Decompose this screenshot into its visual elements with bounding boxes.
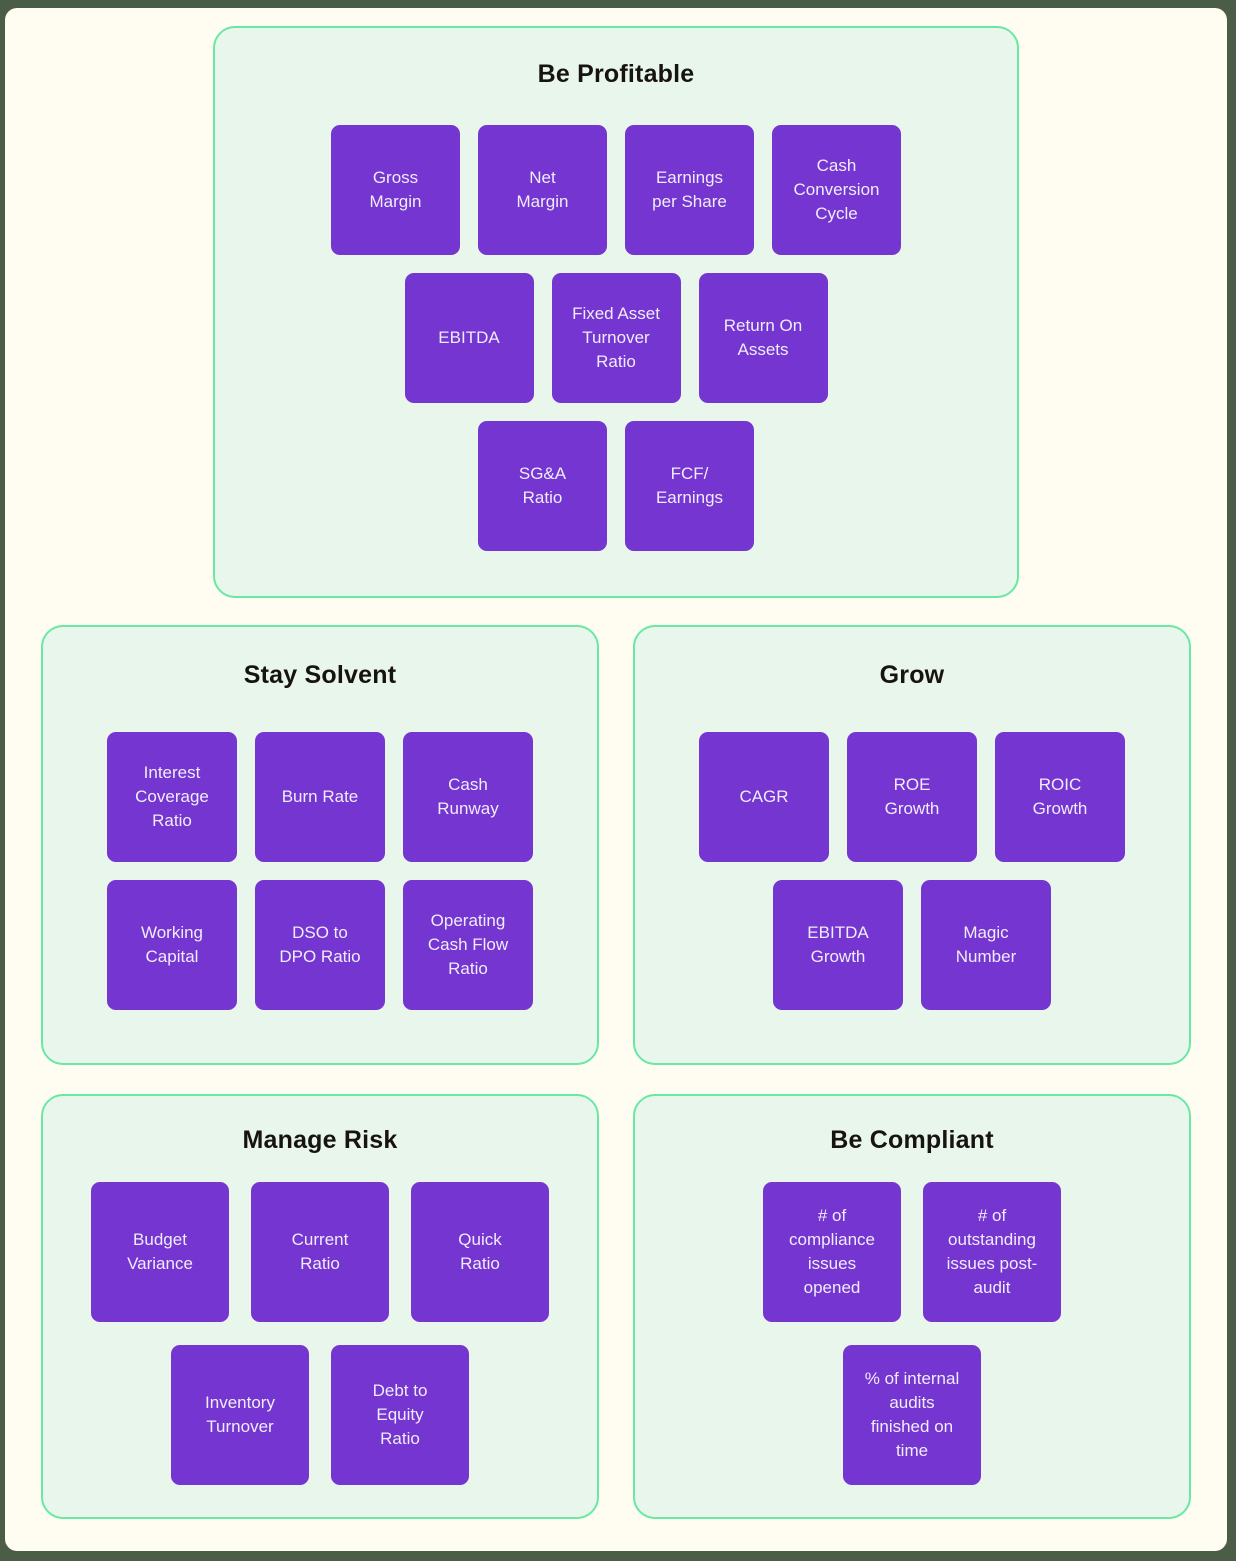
tile-row: Working Capital DSO to DPO Ratio Operati… xyxy=(107,880,533,1010)
section-be-compliant: Be Compliant # of compliance issues open… xyxy=(633,1094,1191,1519)
tile-row: Inventory Turnover Debt to Equity Ratio xyxy=(171,1345,469,1485)
metric-tile-inventory-turnover: Inventory Turnover xyxy=(171,1345,309,1485)
tile-row: # of compliance issues opened # of outst… xyxy=(763,1182,1061,1322)
metric-tile-current-ratio: Current Ratio xyxy=(251,1182,389,1322)
metric-tile-ebitda: EBITDA xyxy=(404,273,534,403)
tile-row: EBITDA Growth Magic Number xyxy=(773,880,1051,1010)
section-be-profitable: Be Profitable Gross Margin Net Margin Ea… xyxy=(213,26,1019,598)
tile-row: CAGR ROE Growth ROIC Growth xyxy=(699,732,1125,862)
section-title-stay-solvent: Stay Solvent xyxy=(243,661,397,689)
metric-tile-burn-rate: Burn Rate xyxy=(255,732,385,862)
metric-tile-compliance-issues-opened: # of compliance issues opened xyxy=(763,1182,901,1322)
tile-rows: Budget Variance Current Ratio Quick Rati… xyxy=(43,1182,597,1485)
tile-row: EBITDA Fixed Asset Turnover Ratio Return… xyxy=(404,273,828,403)
metric-tile-ebitda-growth: EBITDA Growth xyxy=(773,880,903,1010)
tile-row: % of internal audits finished on time xyxy=(843,1345,981,1485)
metric-tile-sga-ratio: SG&A Ratio xyxy=(478,421,607,551)
tile-rows: Gross Margin Net Margin Earnings per Sha… xyxy=(215,125,1017,551)
metric-tile-magic-number: Magic Number xyxy=(921,880,1051,1010)
section-title-grow: Grow xyxy=(879,661,945,689)
metric-tile-cash-conversion-cycle: Cash Conversion Cycle xyxy=(772,125,901,255)
metric-tile-outstanding-issues-post-audit: # of outstanding issues post- audit xyxy=(923,1182,1061,1322)
page-surface: Be Profitable Gross Margin Net Margin Ea… xyxy=(5,8,1227,1551)
metric-tile-roic-growth: ROIC Growth xyxy=(995,732,1125,862)
metric-tile-fcf-earnings: FCF/ Earnings xyxy=(625,421,754,551)
metric-tile-budget-variance: Budget Variance xyxy=(91,1182,229,1322)
tile-row: Interest Coverage Ratio Burn Rate Cash R… xyxy=(107,732,533,862)
section-grow: Grow CAGR ROE Growth ROIC Growth EBITDA … xyxy=(633,625,1191,1065)
metric-tile-gross-margin: Gross Margin xyxy=(331,125,460,255)
metric-tile-net-margin: Net Margin xyxy=(478,125,607,255)
tile-row: Gross Margin Net Margin Earnings per Sha… xyxy=(331,125,901,255)
metric-tile-operating-cash-flow-ratio: Operating Cash Flow Ratio xyxy=(403,880,533,1010)
section-stay-solvent: Stay Solvent Interest Coverage Ratio Bur… xyxy=(41,625,599,1065)
section-title-be-compliant: Be Compliant xyxy=(830,1126,994,1154)
section-title-be-profitable: Be Profitable xyxy=(537,60,695,88)
metric-tile-internal-audits-finished-on-time: % of internal audits finished on time xyxy=(843,1345,981,1485)
lower-panels-grid: Stay Solvent Interest Coverage Ratio Bur… xyxy=(5,625,1227,1519)
section-title-manage-risk: Manage Risk xyxy=(242,1126,398,1154)
metric-tile-working-capital: Working Capital xyxy=(107,880,237,1010)
metric-tile-return-on-assets: Return On Assets xyxy=(698,273,828,403)
metric-tile-debt-to-equity-ratio: Debt to Equity Ratio xyxy=(331,1345,469,1485)
metric-tile-quick-ratio: Quick Ratio xyxy=(411,1182,549,1322)
metric-tile-roe-growth: ROE Growth xyxy=(847,732,977,862)
metric-tile-earnings-per-share: Earnings per Share xyxy=(625,125,754,255)
tile-rows: Interest Coverage Ratio Burn Rate Cash R… xyxy=(43,732,597,1010)
tile-rows: # of compliance issues opened # of outst… xyxy=(635,1182,1189,1485)
tile-row: Budget Variance Current Ratio Quick Rati… xyxy=(91,1182,549,1322)
metric-tile-cagr: CAGR xyxy=(699,732,829,862)
metric-tile-interest-coverage-ratio: Interest Coverage Ratio xyxy=(107,732,237,862)
metric-tile-dso-to-dpo-ratio: DSO to DPO Ratio xyxy=(255,880,385,1010)
tile-row: SG&A Ratio FCF/ Earnings xyxy=(478,421,754,551)
metric-tile-fixed-asset-turnover-ratio: Fixed Asset Turnover Ratio xyxy=(551,273,681,403)
tile-rows: CAGR ROE Growth ROIC Growth EBITDA Growt… xyxy=(635,732,1189,1010)
section-manage-risk: Manage Risk Budget Variance Current Rati… xyxy=(41,1094,599,1519)
metric-tile-cash-runway: Cash Runway xyxy=(403,732,533,862)
